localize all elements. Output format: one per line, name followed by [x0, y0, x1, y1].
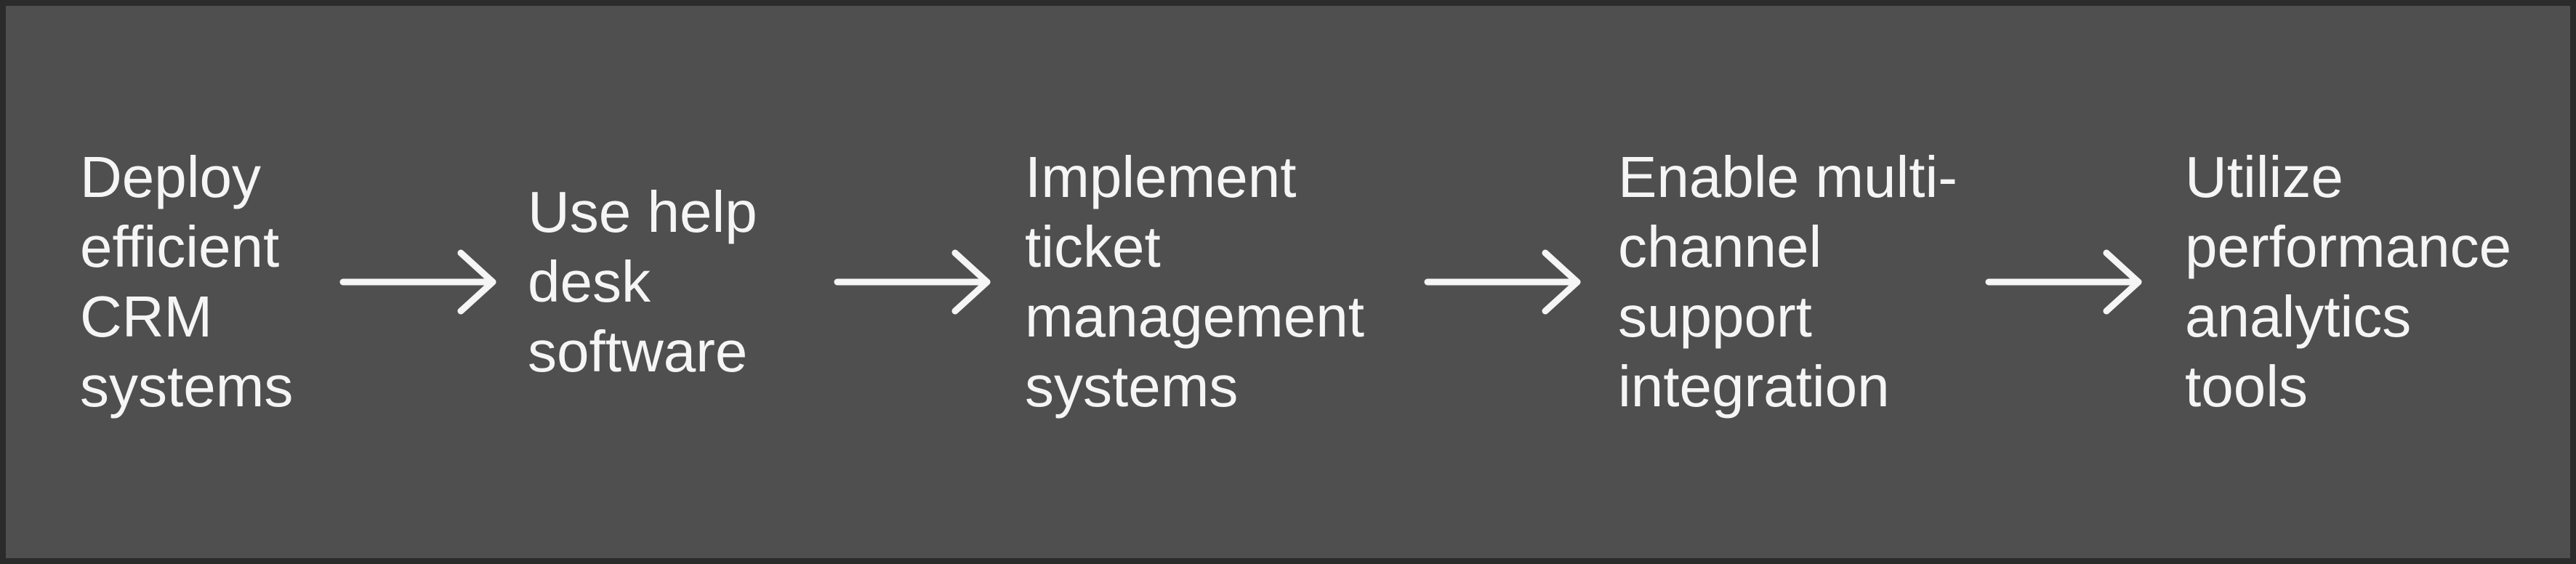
arrow-right-icon: [339, 249, 496, 315]
process-step-2-label: Use help desk software: [528, 180, 757, 384]
process-step-5[interactable]: Utilize performance analytics tools: [2185, 142, 2570, 422]
arrow-right-icon: [1424, 249, 1581, 315]
process-flow: Deploy efficient CRM systems Use help de…: [6, 6, 2570, 558]
process-step-5-label: Utilize performance analytics tools: [2185, 145, 2512, 419]
process-step-4[interactable]: Enable multi- channel support integratio…: [1618, 142, 1967, 422]
process-step-3-label: Implement ticket management systems: [1025, 145, 1364, 419]
process-step-2[interactable]: Use help desk software: [528, 177, 818, 387]
process-step-1-label: Deploy efficient CRM systems: [80, 145, 294, 419]
process-step-4-label: Enable multi- channel support integratio…: [1618, 145, 1957, 419]
process-step-1[interactable]: Deploy efficient CRM systems: [80, 142, 320, 422]
process-step-3[interactable]: Implement ticket management systems: [1025, 142, 1403, 422]
arrow-right-icon: [834, 249, 991, 315]
arrow-right-icon: [1985, 249, 2142, 315]
